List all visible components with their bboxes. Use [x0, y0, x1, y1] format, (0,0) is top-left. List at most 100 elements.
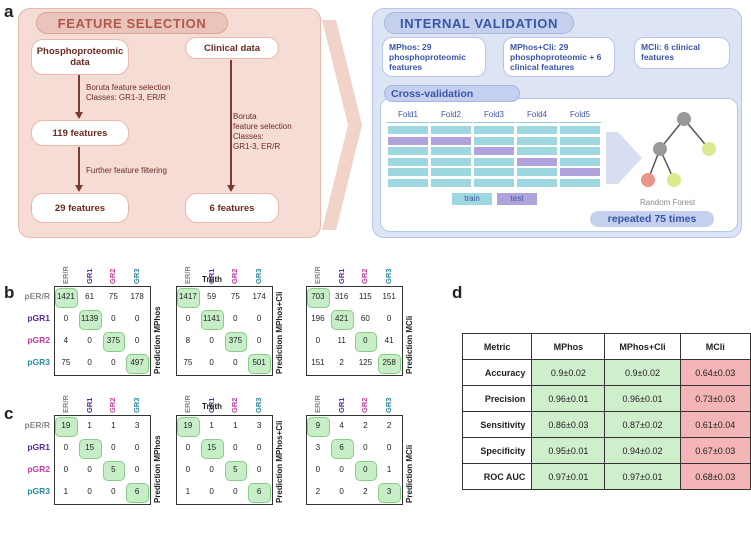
table-row: Accuracy 0.9±0.02 0.9±0.02 0.64±0.03 [461, 359, 751, 386]
matrix-cell: 2 [386, 421, 392, 430]
matrix-cell: 0 [87, 487, 92, 496]
column-label: GR2 [108, 397, 118, 413]
matrix-cell: 0 [233, 358, 238, 367]
fold-cell [516, 135, 558, 146]
matrix-cell: 0 [63, 443, 69, 452]
feature-selection-title: FEATURE SELECTION [36, 12, 228, 34]
diagonal-highlight [55, 417, 78, 437]
matrix-cell: 0 [256, 336, 262, 345]
fold-cell [516, 167, 558, 177]
matrix-cell: 115 [358, 292, 372, 301]
metric-value: 0.64±0.03 [679, 359, 751, 386]
arrow-1 [78, 75, 80, 114]
matrix-cell: 60 [360, 314, 370, 323]
matrix-cell: 0 [134, 314, 140, 323]
matrix-cell: 421 [334, 314, 349, 323]
fold-label-2: Fold2 [430, 110, 472, 123]
matrix-cell: 2 [363, 487, 368, 496]
matrix-cell: 1 [185, 487, 191, 496]
diagonal-highlight [200, 439, 224, 459]
matrix-cell: 0 [315, 336, 321, 345]
diagonal-highlight [248, 354, 271, 374]
row-label: pGR1 [27, 313, 50, 323]
column-label: GR3 [384, 397, 394, 413]
metrics-header-row: Metric MPhos MPhos+Cli MCli [461, 333, 751, 360]
fold-cell [473, 167, 515, 177]
matrix-cell: 196 [311, 314, 325, 323]
prediction-axis-label: Prediction MPhos [153, 306, 162, 374]
column-label: GR2 [230, 268, 240, 284]
fold-cell [516, 125, 558, 135]
matrix-cell: 15 [207, 443, 217, 452]
row-label: pGR1 [27, 442, 50, 452]
matrix-cell: 75 [183, 358, 193, 367]
clinical-data-box: Clinical data [185, 37, 279, 59]
metric-value: 0.87±0.02 [604, 411, 681, 438]
matrix-cell: 0 [209, 336, 214, 345]
diagonal-highlight [378, 483, 401, 503]
fold-cell [516, 156, 558, 167]
matrix-cell: 497 [130, 358, 144, 367]
column-label: GR1 [336, 397, 346, 413]
metric-value: 0.73±0.03 [679, 385, 751, 412]
fold-cell [559, 146, 601, 156]
boruta-note-1: Boruta feature selection Classes: GR1-3,… [86, 83, 171, 102]
column-label: GR3 [132, 397, 142, 413]
fold-label-4: Fold4 [516, 110, 558, 123]
fold-cell [559, 167, 601, 177]
matrix-cell: 0 [256, 314, 262, 323]
matrix-cell: 375 [228, 336, 243, 345]
matrix-cell: 0 [233, 443, 238, 452]
legend-train: train [452, 193, 492, 205]
fold-cell [430, 156, 472, 167]
column-label: ER/R [182, 266, 192, 284]
matrix-cell: 1 [209, 421, 214, 430]
row-label: pGR3 [27, 357, 50, 367]
matrix-cell: 1141 [203, 314, 221, 323]
column-label: GR2 [360, 268, 370, 284]
metric-value: 0.67±0.03 [679, 437, 751, 464]
matrix-cell: 1421 [56, 292, 75, 301]
matrix-cell: 0 [256, 465, 262, 474]
column-label: ER/R [182, 395, 192, 413]
matrix-cell: 151 [311, 358, 325, 367]
matrix-cell: 0 [386, 314, 392, 323]
mphos-box: MPhos: 29 phosphoproteomic features [382, 37, 486, 77]
fold-cell [559, 125, 601, 135]
metric-value: 0.61±0.04 [679, 411, 751, 438]
diagonal-highlight [378, 354, 401, 374]
matrix-cell: 375 [106, 336, 121, 345]
fold-label-5: Fold5 [559, 110, 601, 123]
matrix-cell: 0 [363, 443, 368, 452]
matrix-cell: 8 [185, 336, 191, 345]
prediction-axis-label: Prediction MPhos+Cli [275, 420, 284, 503]
fold-cell [387, 167, 429, 177]
matrix-cell: 0 [315, 465, 321, 474]
mcli-box: MCli: 6 clinical features [634, 37, 730, 69]
matrix-cell: 6 [134, 487, 140, 496]
diagonal-highlight [200, 310, 224, 330]
matrix-cell: 1139 [81, 314, 99, 323]
prediction-axis-label: Prediction MCli [405, 315, 414, 374]
metric-value: 0.97±0.01 [531, 463, 606, 490]
grid-arrow-icon [606, 132, 642, 184]
header-mphos: MPhos [531, 333, 606, 360]
diagonal-highlight [78, 439, 102, 459]
matrix-cell: 0 [339, 487, 344, 496]
metric-value: 0.97±0.01 [604, 463, 681, 490]
random-forest-tree-icon [641, 112, 716, 187]
matrix-cell: 5 [233, 465, 238, 474]
row-label: pER/R [24, 420, 51, 430]
matrix-cell: 1 [233, 421, 238, 430]
fold-cell [473, 135, 515, 146]
fold-cell [430, 146, 472, 156]
boruta-note-2: Boruta feature selection Classes: GR1-3,… [233, 112, 292, 151]
column-label: GR2 [230, 397, 240, 413]
row-label: pGR3 [27, 486, 50, 496]
arrow-2 [78, 147, 80, 187]
fold-cell [559, 135, 601, 146]
matrix-cell: 3 [386, 487, 392, 496]
random-forest-label: Random Forest [640, 198, 696, 207]
diagonal-highlight [330, 439, 354, 459]
fold-label-1: Fold1 [387, 110, 429, 123]
